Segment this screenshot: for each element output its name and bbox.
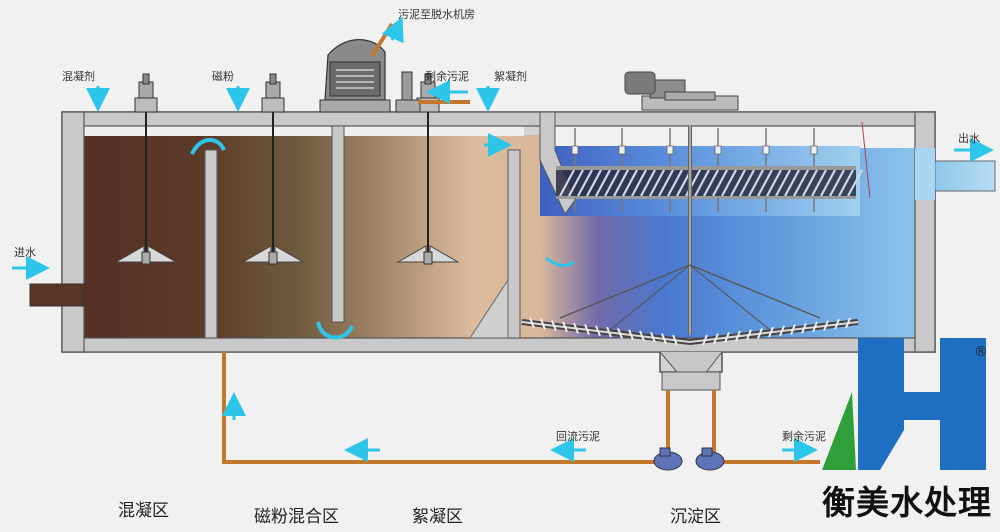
water-in-label: 进水 — [14, 246, 36, 259]
flow-swirl — [545, 256, 575, 267]
brand-logo: ® 衡美水处理 — [822, 338, 992, 522]
flow-arrows — [12, 16, 994, 462]
launder-1 — [571, 128, 579, 212]
sludge-to-dewatering-label: 污泥至脱水机房 — [398, 7, 475, 21]
excess-sludge-pump — [695, 447, 725, 471]
flow-curve-bottom — [316, 321, 354, 340]
launder-2 — [618, 128, 626, 212]
tube-settler — [556, 166, 863, 199]
brand-name: 衡美水处理 — [822, 483, 992, 522]
slope-fill — [469, 278, 509, 339]
sludge-scraper — [521, 125, 859, 346]
tank — [29, 111, 996, 391]
flocculant-label: 絮凝剂 — [494, 69, 527, 83]
inlet-pipe — [29, 283, 85, 307]
effluent-launders — [571, 121, 871, 212]
zone-sedimentation-label: 沉淀区 — [670, 507, 721, 527]
baffle-wall-3 — [507, 149, 521, 339]
magnetic-separator — [319, 39, 421, 113]
launder-4 — [714, 128, 722, 212]
water-out-label: 出水 — [958, 131, 980, 145]
magnetic-powder-label: 磁粉 — [212, 70, 234, 83]
coagulation-agitator — [114, 73, 178, 265]
coagulant-label: 混凝剂 — [62, 69, 95, 83]
zone-magnetic-mixing-label: 磁粉混合区 — [254, 507, 339, 527]
registered-mark: ® — [974, 344, 988, 360]
return-sludge-label: 回流污泥 — [556, 429, 600, 443]
scraper-drive-motor — [624, 71, 739, 111]
tank-top-rim — [61, 111, 936, 127]
sludge-to-dewatering-arrow — [381, 16, 404, 44]
excess-sludge-top-label: 剩余污泥 — [425, 69, 469, 83]
launder-6 — [810, 128, 818, 212]
baffle-wall-2 — [331, 125, 345, 323]
zone-flocculation-label: 絮凝区 — [412, 507, 463, 527]
labels: 混凝剂 磁粉 污泥至脱水机房 剩余污泥 絮凝剂 进水 出水 回流污泥 剩余污泥 … — [14, 7, 980, 527]
magnetic-mixing-agitator — [241, 73, 305, 265]
return-sludge-pipe — [222, 352, 670, 464]
outlet-pipe — [934, 160, 996, 192]
return-sludge-pump — [653, 447, 683, 471]
launder-5 — [762, 128, 770, 212]
excess-sludge-bottom-label: 剩余污泥 — [782, 429, 826, 443]
flow-curve-top — [190, 138, 226, 155]
tank-bottom-slab — [61, 337, 936, 353]
launder-3 — [666, 128, 674, 212]
logo-mark — [822, 338, 986, 470]
zone-coagulation-label: 混凝区 — [118, 501, 169, 521]
baffle-wall-1 — [204, 149, 218, 339]
sludge-pumps — [653, 447, 725, 471]
